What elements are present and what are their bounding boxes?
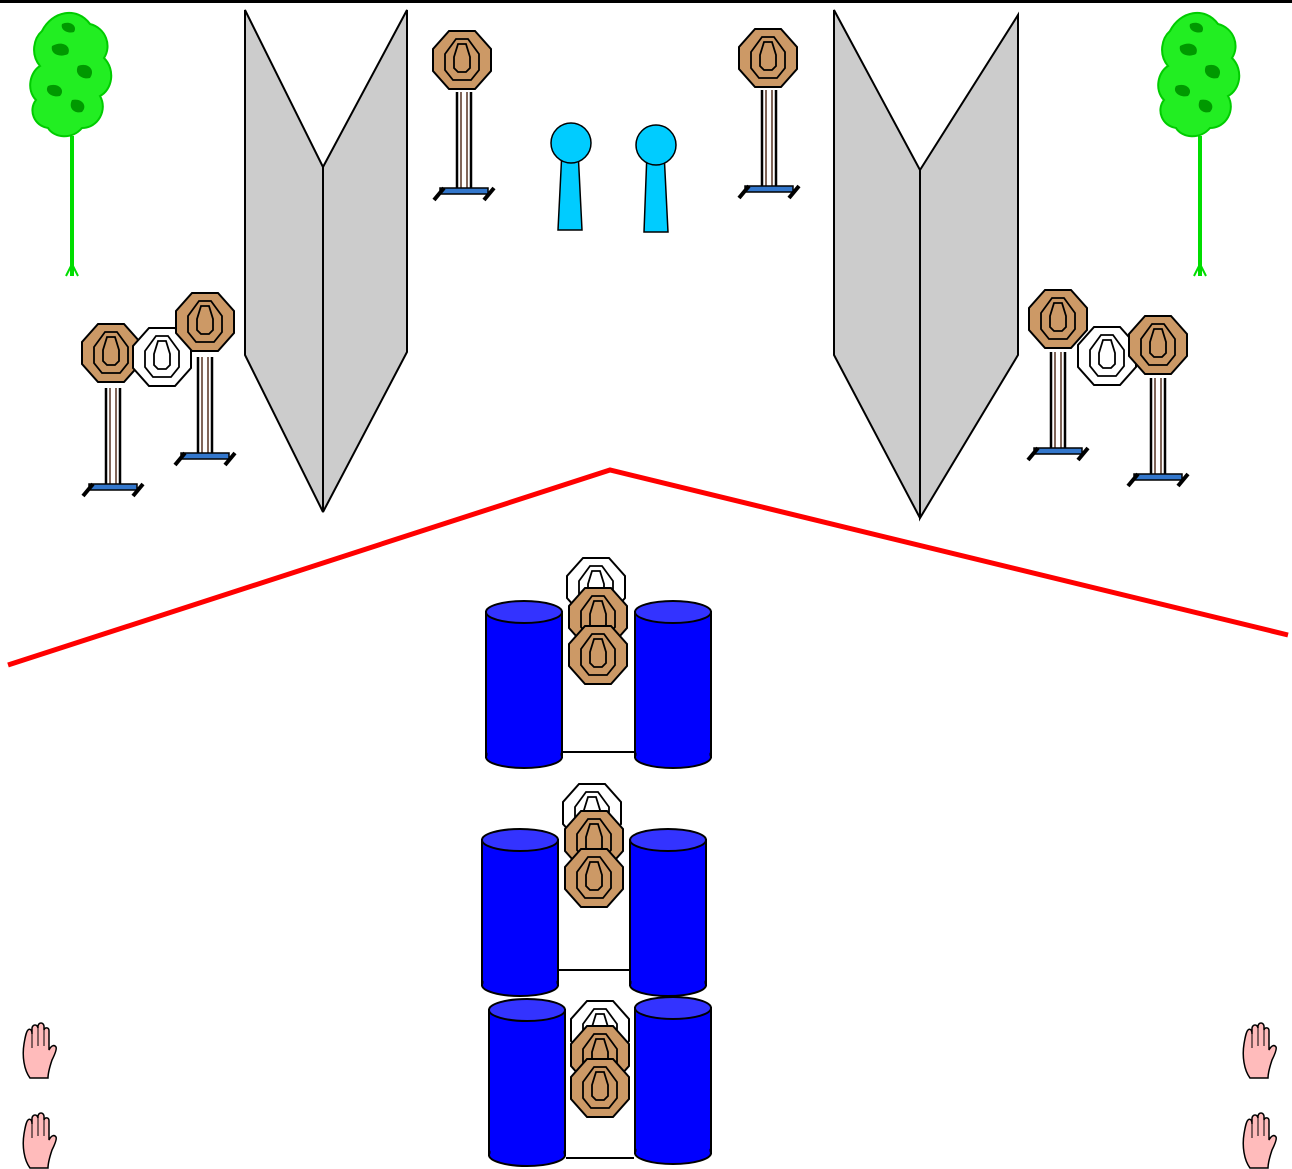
tree-left	[28, 10, 114, 279]
tree-right	[1156, 10, 1242, 279]
target-top-right	[737, 28, 801, 200]
popper-left	[550, 122, 592, 231]
target-group-right	[1026, 289, 1190, 488]
barrel-stack-1	[485, 557, 712, 769]
fault-line	[7, 467, 1289, 668]
barrel-stack-2	[481, 783, 707, 997]
popper-right	[635, 124, 677, 233]
hand-icon	[1242, 1022, 1278, 1079]
barrel-stack-3	[488, 996, 712, 1167]
hand-icon	[22, 1112, 58, 1169]
target-top-left	[432, 30, 496, 202]
hand-icon	[1242, 1112, 1278, 1169]
wall-left	[244, 9, 408, 513]
wall-right	[833, 9, 1019, 522]
hand-icon	[22, 1022, 58, 1079]
target-group-left	[81, 292, 237, 498]
